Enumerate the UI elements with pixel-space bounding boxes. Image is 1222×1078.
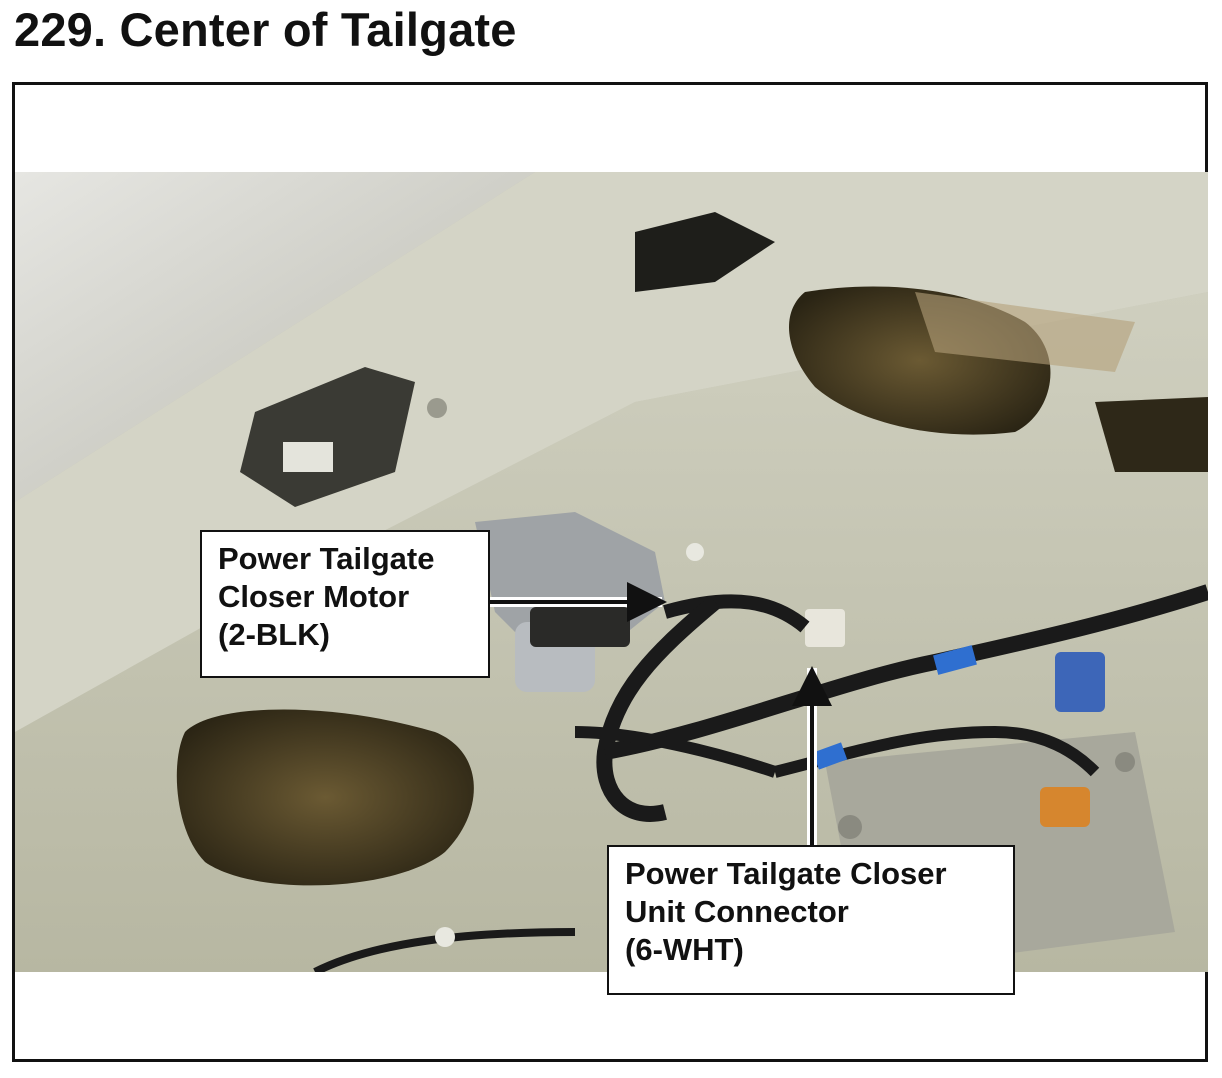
unit-connector-6-wht — [805, 609, 845, 647]
screw-icon — [686, 543, 704, 561]
callout-closer-unit-connector: Power Tailgate Closer Unit Connector (6-… — [607, 845, 1015, 995]
clip-icon — [435, 927, 455, 947]
callout-line: (2-BLK) — [218, 617, 330, 652]
upper-slot — [635, 212, 775, 292]
harness-wire — [574, 726, 777, 778]
harness-wire — [603, 584, 1208, 760]
bolt-icon — [838, 815, 862, 839]
callout-line: Unit Connector — [625, 894, 849, 929]
screw-icon — [427, 398, 447, 418]
bolt-icon — [1115, 752, 1135, 772]
latch-bracket — [915, 292, 1135, 372]
motor-connector-2-blk — [530, 607, 630, 647]
page-title: 229. Center of Tailgate — [14, 3, 517, 56]
tailgate-photo — [15, 172, 1208, 972]
blue-connector — [1055, 652, 1105, 712]
harness-wire — [663, 594, 810, 633]
callout-closer-motor: Power Tailgate Closer Motor (2-BLK) — [200, 530, 490, 678]
right-cutout-hole — [1095, 397, 1208, 472]
lower-left-cutout-hole — [176, 709, 474, 886]
blue-tape — [812, 742, 848, 770]
callout-line: Closer Motor — [218, 579, 410, 614]
orange-connector — [1040, 787, 1090, 827]
callout-line: (6-WHT) — [625, 932, 744, 967]
light-lens — [283, 442, 333, 472]
harness-wire — [313, 928, 576, 972]
callout-line: Power Tailgate — [218, 541, 435, 576]
callout-line: Power Tailgate Closer — [625, 856, 947, 891]
